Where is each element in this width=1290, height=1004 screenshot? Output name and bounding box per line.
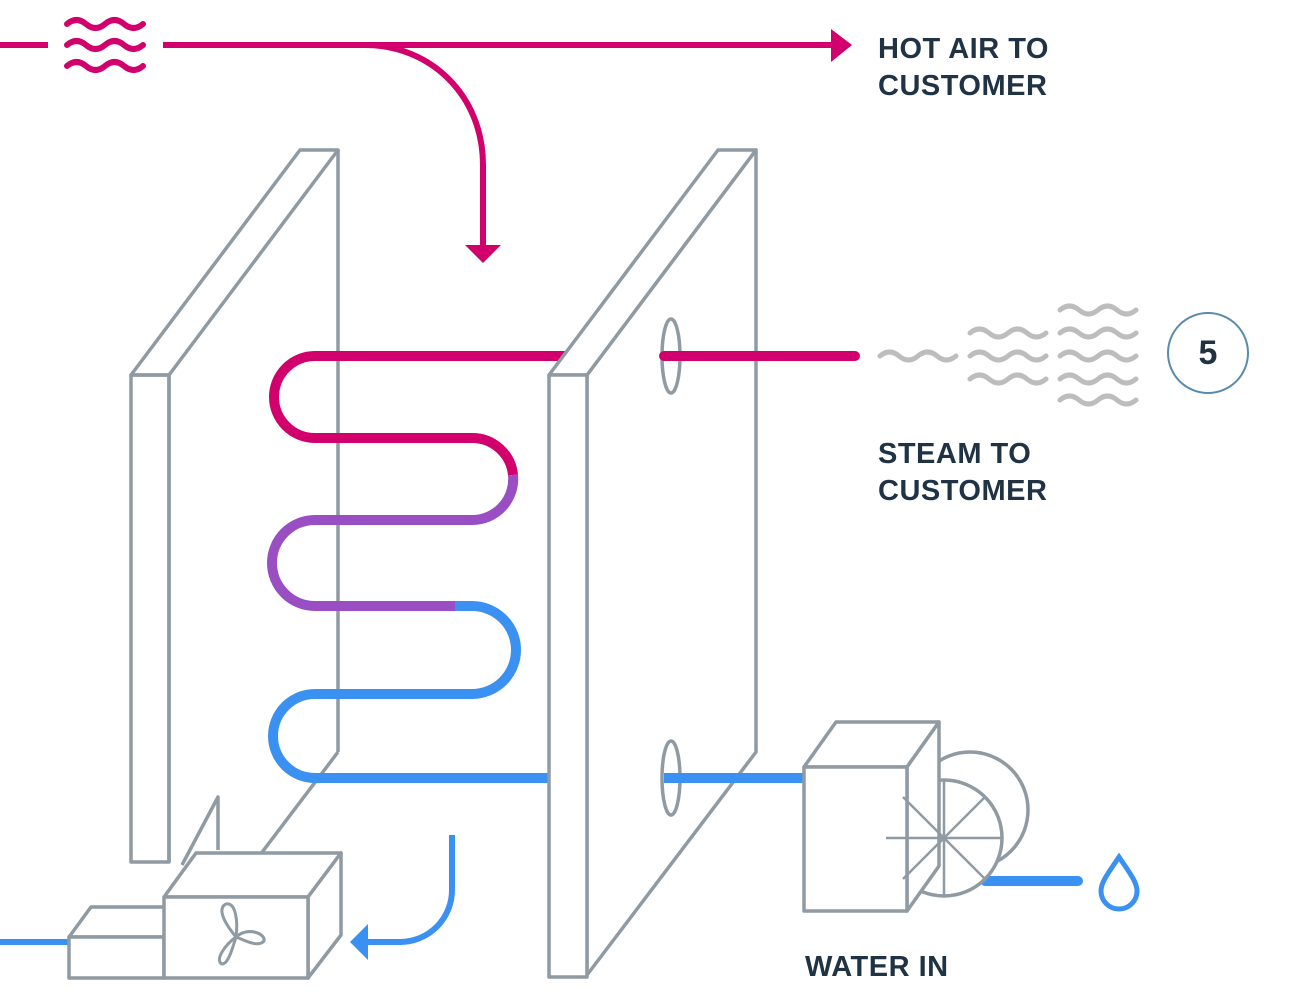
fan-unit [0,795,455,980]
front-panel [547,148,758,979]
steam-icon [877,303,1139,407]
hot-air-line [0,42,835,250]
hot-air-arrowhead [831,29,852,62]
water-in-label-text: WATER IN [805,951,949,983]
heat-waves-icon [64,17,146,73]
step-number-badge: 5 [1167,312,1249,394]
fan-icon [217,902,266,966]
water-in-label: WATER IN [805,949,949,986]
water-drop-icon [1098,852,1140,912]
pump-icon [802,720,1083,913]
steam-label: STEAM TO CUSTOMER [878,436,1047,510]
return-arrowhead [350,924,368,960]
hot-air-down-arrowhead [465,245,501,263]
steam-label-line-2: CUSTOMER [878,475,1048,507]
hot-air-label-line-1: HOT AIR TO [878,33,1049,65]
steam-label-line-1: STEAM TO [878,438,1032,470]
return-arrow-line [360,835,455,945]
hot-air-label-line-2: CUSTOMER [878,70,1048,102]
hot-air-label: HOT AIR TO CUSTOMER [878,31,1049,105]
heat-exchanger-coil [267,351,565,783]
